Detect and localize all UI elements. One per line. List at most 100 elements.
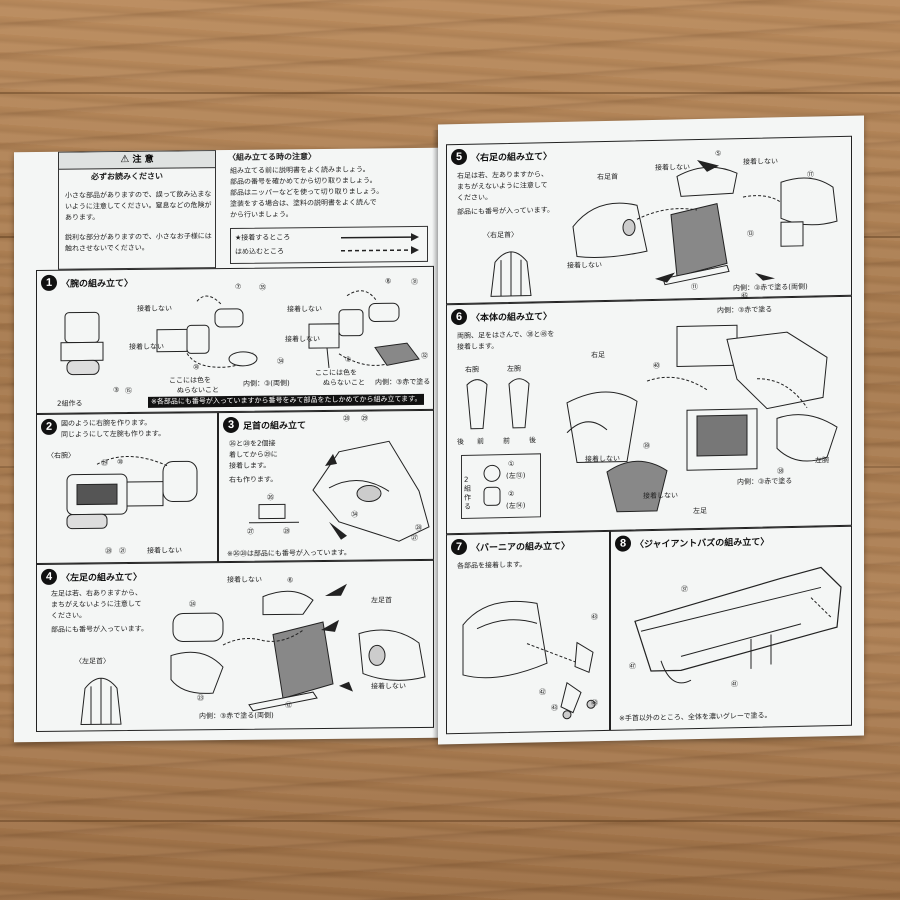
step7-vernier-diagram — [462, 600, 596, 720]
step6-title: 〈本体の組み立て〉 — [471, 312, 553, 324]
legend-box: ★接着するところ はめ込むところ — [230, 225, 428, 264]
step3-title: 足首の組み立て — [243, 421, 307, 432]
step5-sub: 〈右足首〉 — [483, 230, 518, 240]
step2-part: ㉑ — [119, 547, 126, 556]
step6-label: 右足 — [591, 350, 605, 360]
step6-label: 左腕 — [507, 364, 521, 374]
step6-label: 内側：③赤で塗る — [737, 477, 793, 487]
step8-title: 〈ジャイアントバズの組み立て〉 — [635, 537, 770, 551]
step6-arm-thumbs — [466, 378, 530, 430]
step1-label: ここには色を — [315, 368, 357, 378]
step6-part: ㊵ — [653, 361, 660, 370]
step6-label: 後 — [457, 437, 464, 447]
step6-label: 接着しない — [585, 454, 620, 464]
step1-label: 2組作る — [57, 399, 83, 408]
step5-part: ⑰ — [807, 170, 814, 179]
step5-leg-diagram — [572, 160, 838, 286]
step4-label: 接着しない — [371, 682, 406, 691]
caution-line: いように注意してください。窒息などの危険が — [65, 201, 212, 211]
step6-label: 2組作る — [464, 475, 471, 511]
step7-number: 7 — [451, 538, 467, 556]
step4-leg-diagram — [170, 583, 426, 712]
assembly-note-line: から行いましょう。 — [230, 210, 293, 219]
step3-part: ㉗ — [247, 527, 254, 536]
step8-bazooka-diagram — [634, 566, 842, 684]
step1-part: ⑨ — [345, 355, 352, 364]
step6-inset: 2組作る ① (左⑬) ② (左⑭) — [461, 453, 541, 519]
step5-label: 右足首 — [597, 172, 618, 182]
step1-part: ⑩ — [193, 363, 200, 372]
step6-label: 接着しない — [643, 491, 678, 501]
step4-line: ください。 — [51, 611, 86, 620]
step1-arm-diagram — [60, 290, 420, 376]
step8-panel: 8 〈ジャイアントバズの組み立て〉 ㊲ ㊼ ㊶ ※手首以外のところ、全体を濃いグ… — [610, 525, 852, 731]
assembly-notes-title: 〈組み立てる時の注意〉 — [228, 152, 316, 162]
step6-sub-label: (左⑬) — [506, 471, 526, 481]
step7-part: ㊸ — [591, 613, 598, 622]
step6-sub-label: ② — [508, 489, 515, 498]
step3-ankle-diagram — [249, 440, 430, 542]
step5-ankle-thumb — [490, 251, 532, 297]
step1-label: 接着しない — [285, 335, 320, 344]
step6-sub-label: (左⑭) — [506, 501, 526, 511]
step6-label: 内側：③赤で塗る — [717, 305, 773, 315]
wood-grain-line — [0, 820, 900, 822]
step6-label: 後 — [529, 436, 536, 445]
step7-line: 各部品を接着します。 — [457, 560, 527, 571]
step4-part: ⑥ — [287, 576, 294, 585]
step1-label: ここには色を — [169, 376, 211, 385]
step1-part: ㉟ — [259, 283, 266, 292]
step6-line: 接着します。 — [457, 342, 499, 352]
step4-panel: 4 〈左足の組み立て〉 左足は若、右ありますから、 まちがえないように注意して … — [36, 559, 434, 732]
step6-label: 前 — [477, 437, 484, 446]
step7-part: ㊸ — [551, 703, 558, 713]
step1-number: 1 — [41, 274, 57, 291]
step1-label: ぬらないこと — [323, 378, 365, 387]
step3-part: ㉗ — [411, 533, 418, 543]
step4-part: ㉔ — [189, 600, 196, 609]
step1-part: ⑦ — [235, 282, 242, 291]
step3-part: ㉙ — [361, 414, 368, 423]
step7-panel: 7 〈バーニアの組み立て〉 各部品を接着します。 ㊸ ㊷ ㊸ ㊸ — [446, 530, 610, 735]
step2-part: ⑩ — [117, 458, 124, 467]
step1-part: ⑮ — [125, 386, 132, 396]
step7-title: 〈バーニアの組み立て〉 — [471, 541, 571, 554]
step1-label: 接着しない — [137, 304, 172, 313]
step4-title: 〈左足の組み立て〉 — [61, 572, 143, 584]
step2-number: 2 — [41, 418, 57, 435]
step1-title: 〈腕の組み立て〉 — [61, 278, 134, 290]
step4-number: 4 — [41, 568, 57, 585]
step1-label: 接着しない — [129, 342, 164, 352]
step8-note: ※手首以外のところ、全体を濃いグレーで塗る。 — [619, 711, 772, 723]
step8-part: ㊶ — [731, 680, 738, 689]
legend-glue: ★接着するところ — [235, 233, 291, 242]
step6-label: 左足 — [693, 506, 707, 516]
step4-label: 左足首 — [371, 596, 392, 605]
step5-line: ください。 — [457, 193, 492, 203]
step5-number: 5 — [451, 148, 467, 166]
step7-part: ㊸ — [591, 699, 598, 708]
step3-part: ㉖ — [267, 493, 274, 502]
step2-arm-diagram — [66, 456, 198, 530]
step1-label: ぬらないこと — [177, 386, 219, 395]
step2-panel: 2 図のように右腕を作ります。 同じようにして左腕も作ります。 〈右腕〉 ㉙ ⑩… — [36, 412, 218, 564]
right-page: 5 〈右足の組み立て〉 右足は若、左ありますから、 まちがえないように注意して … — [438, 115, 864, 745]
wood-grain-line — [0, 92, 900, 94]
step4-sub: 〈左足首〉 — [75, 657, 110, 666]
step5-line: 部品にも番号が入っています。 — [457, 206, 554, 217]
step5-part: ⑪ — [691, 283, 698, 292]
step3-number: 3 — [223, 416, 239, 434]
step5-part: ⑤ — [715, 149, 722, 158]
step2-label: 接着しない — [147, 546, 182, 555]
step2-part: ㉘ — [105, 547, 112, 556]
caution-line: 鋭利な部分がありますので、小さなお子様には — [65, 232, 212, 242]
step1-label: 内側：③赤で塗る — [375, 377, 431, 387]
step5-panel: 5 〈右足の組み立て〉 右足は若、左ありますから、 まちがえないように注意して … — [446, 135, 852, 305]
step8-part: ㊲ — [681, 585, 688, 594]
step5-title: 〈右足の組み立て〉 — [471, 152, 553, 164]
step5-line: まちがえないように注意して — [457, 181, 548, 192]
step6-hand-icon — [483, 464, 501, 506]
step3-part: ㉘ — [283, 527, 290, 536]
step6-part: ㊺ — [741, 291, 748, 301]
step3-panel: 3 足首の組み立て ㉖と㉘を2個接 着してから㉙に 接着します。 右も作ります。… — [218, 409, 434, 563]
